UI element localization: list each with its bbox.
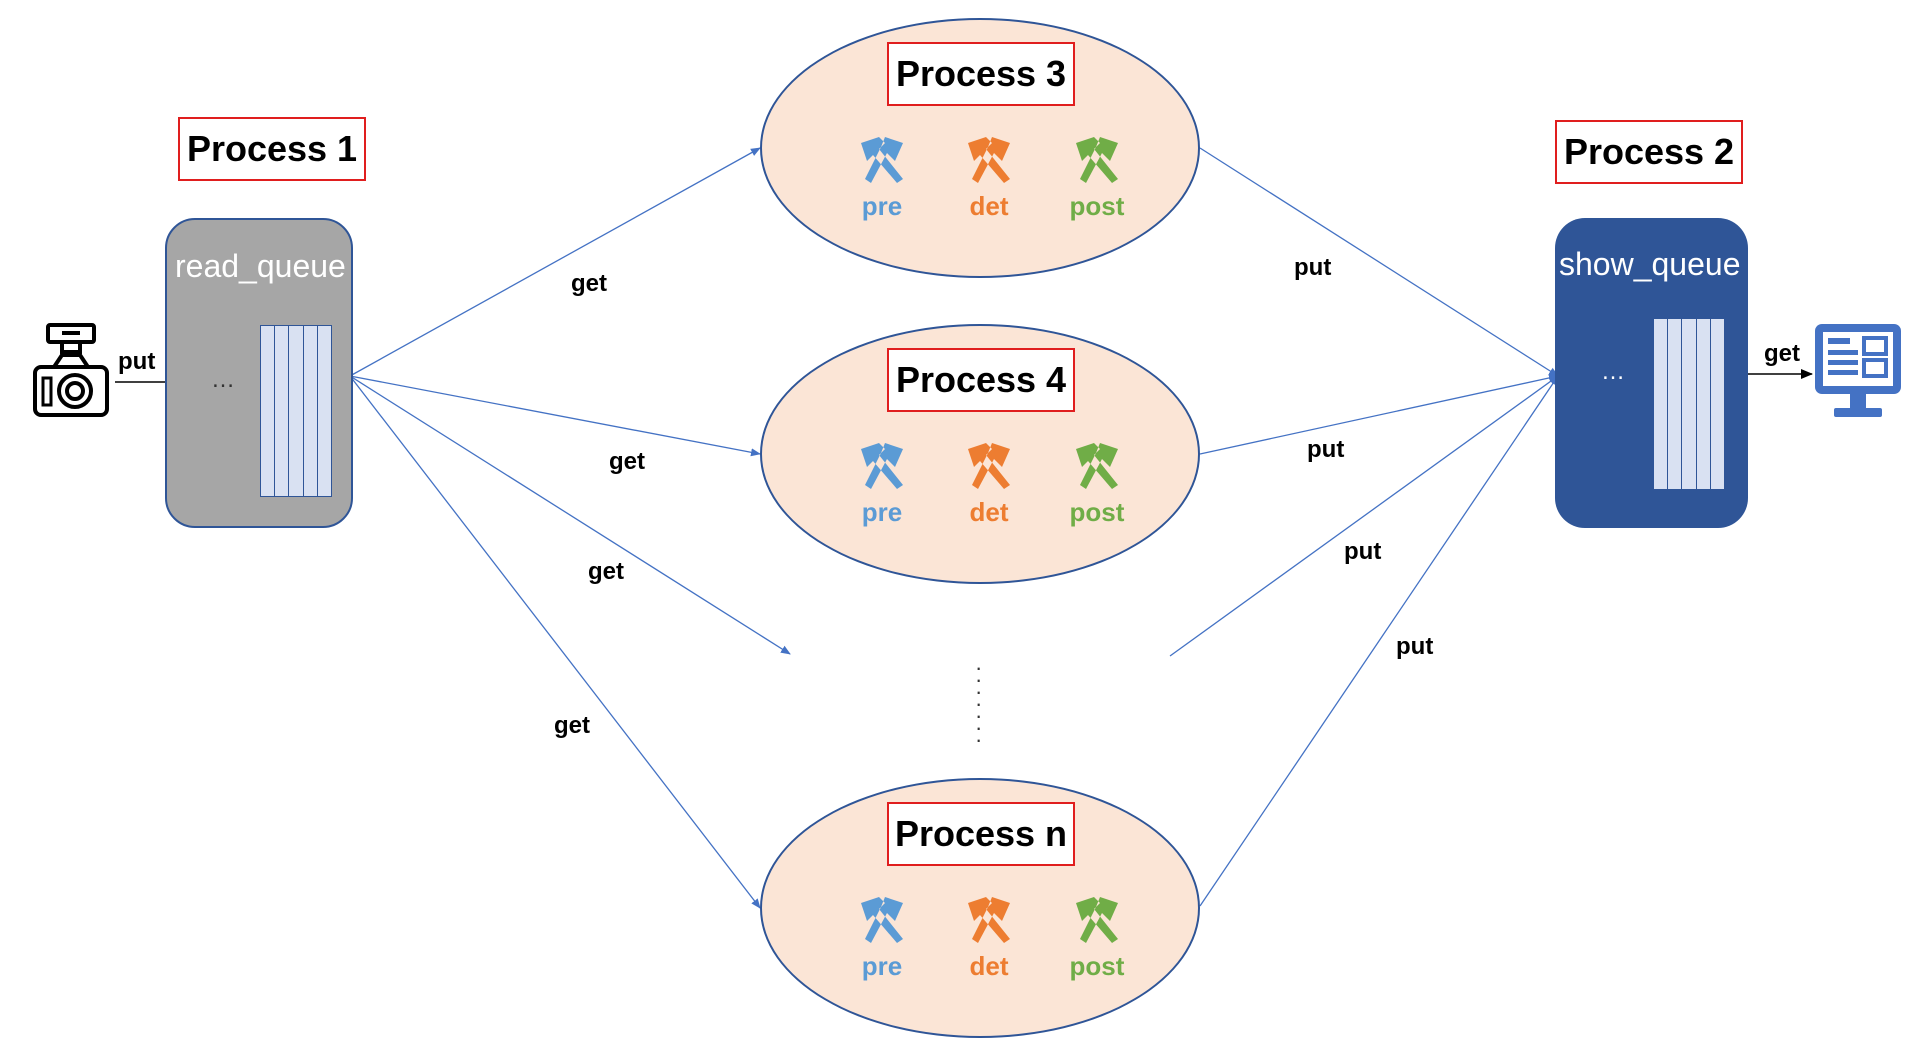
- get-label-show: get: [1764, 340, 1800, 367]
- put-arrow-process3: [1199, 147, 1559, 377]
- read-queue-stack: [260, 325, 332, 497]
- put-label-camera: put: [118, 348, 156, 375]
- get-arrow-process4: [349, 375, 761, 457]
- post-label: post: [1069, 497, 1125, 527]
- post-stage: post: [1062, 135, 1132, 222]
- det-label: det: [969, 191, 1009, 221]
- hammer-pick-icon: [968, 137, 1010, 183]
- show-queue-stack: [1653, 318, 1725, 490]
- hammer-pick-icon: [1076, 897, 1118, 943]
- show-queue-label: show_queue: [1559, 246, 1741, 282]
- hammer-pick-icon: [1076, 443, 1118, 489]
- pre-label: pre: [861, 497, 903, 527]
- put-arrow-process4: [1199, 374, 1559, 455]
- pre-stage: pre: [847, 135, 917, 222]
- get-label-process3: get: [571, 270, 607, 297]
- hammer-pick-icon: [968, 897, 1010, 943]
- det-label: det: [969, 951, 1009, 981]
- get-arrow-process3: [349, 147, 761, 377]
- hammer-pick-icon: [861, 137, 903, 183]
- pre-stage: pre: [847, 441, 917, 528]
- post-label: post: [1069, 951, 1125, 981]
- camera-icon: [32, 322, 110, 425]
- read-queue-label: read_queue: [175, 248, 346, 284]
- process4-title: Process 4: [887, 348, 1075, 412]
- put-label-process4: put: [1307, 436, 1345, 463]
- show-queue-ellipsis: …: [1601, 358, 1625, 385]
- process1-title: Process 1: [178, 117, 366, 181]
- hammer-pick-icon: [861, 443, 903, 489]
- process2-title: Process 2: [1555, 120, 1743, 184]
- process4-ellipse: Process 4 pre det post: [760, 324, 1200, 584]
- post-stage: post: [1062, 441, 1132, 528]
- hammer-pick-icon: [1076, 137, 1118, 183]
- put-label-process3: put: [1294, 254, 1332, 281]
- det-stage: det: [954, 895, 1024, 982]
- pre-label: pre: [861, 191, 903, 221]
- post-label: post: [1069, 191, 1125, 221]
- read-queue-box: read_queue …: [165, 218, 353, 528]
- show-queue-box: show_queue …: [1555, 218, 1748, 528]
- get-arrow-processn: [349, 375, 761, 909]
- more-processes-ellipsis: ·······: [975, 655, 983, 752]
- get-label-processn: get: [554, 712, 590, 739]
- process3-ellipse: Process 3 pre det post: [760, 18, 1200, 278]
- put-label-processn: put: [1396, 633, 1434, 660]
- post-stage: post: [1062, 895, 1132, 982]
- put-arrow-processn: [1199, 375, 1559, 907]
- put-arrow-middle: [1169, 375, 1559, 657]
- processn-title: Process n: [887, 802, 1075, 866]
- process3-title: Process 3: [887, 42, 1075, 106]
- pre-stage: pre: [847, 895, 917, 982]
- put-label-middle: put: [1344, 538, 1382, 565]
- hammer-pick-icon: [861, 897, 903, 943]
- det-stage: det: [954, 441, 1024, 528]
- get-label-process4: get: [609, 448, 645, 475]
- det-stage: det: [954, 135, 1024, 222]
- get-arrow-middle: [349, 375, 791, 655]
- hammer-pick-icon: [968, 443, 1010, 489]
- get-label-middle: get: [588, 558, 624, 585]
- det-label: det: [969, 497, 1009, 527]
- monitor-icon: [1812, 322, 1904, 425]
- read-queue-ellipsis: …: [211, 366, 235, 393]
- pre-label: pre: [861, 951, 903, 981]
- processn-ellipse: Process n pre det post: [760, 778, 1200, 1038]
